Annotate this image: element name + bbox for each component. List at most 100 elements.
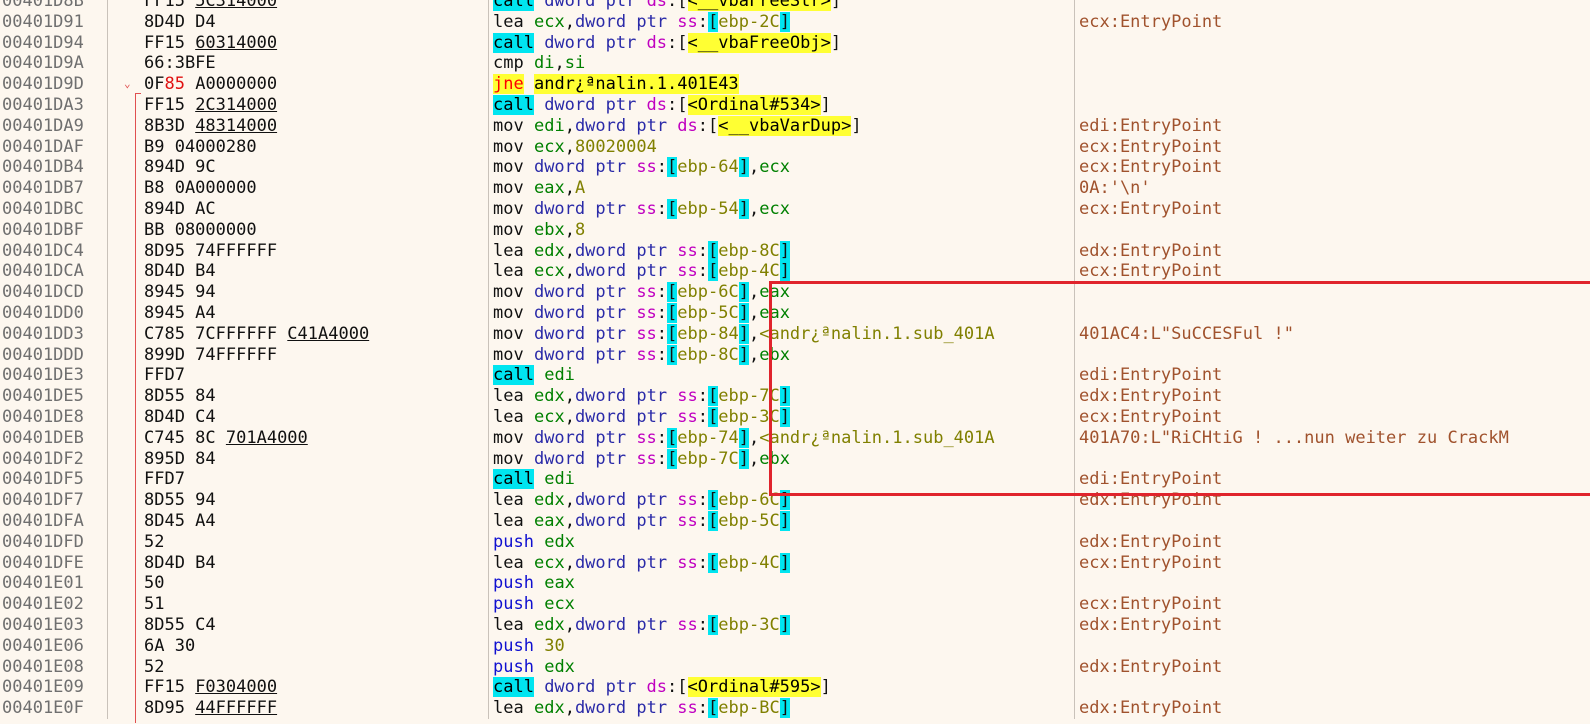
instruction-token: ] <box>820 677 831 698</box>
instruction-token: A <box>574 178 586 199</box>
instruction-address: 00401DE5 <box>2 386 84 407</box>
instruction-address: 00401D8B <box>2 0 84 11</box>
instruction-token: mov <box>493 198 524 219</box>
instruction-token: dword <box>533 0 606 11</box>
instruction-text: lea edx,dword ptr ss:[ebp-7C] <box>493 386 790 407</box>
instruction-token: ss <box>677 261 698 282</box>
instruction-comment: ecx:EntryPoint <box>1079 157 1223 178</box>
instruction-token: lea <box>493 240 524 261</box>
instruction-token: ss <box>636 427 657 448</box>
instruction-bytes: 52 <box>144 532 164 553</box>
instruction-token: , <box>564 11 575 32</box>
instruction-token <box>524 137 534 157</box>
instruction-token: mov <box>493 178 524 199</box>
instruction-comment: edx:EntryPoint <box>1079 531 1223 552</box>
instruction-token: call <box>493 677 534 698</box>
instruction-token: : <box>656 302 668 323</box>
instruction-comment: ecx:EntryPoint <box>1079 261 1223 282</box>
instruction-token: lea <box>493 552 524 573</box>
instruction-token: ecx <box>533 552 565 573</box>
instruction-token: lea <box>493 11 524 32</box>
instruction-text: call edi <box>493 469 575 490</box>
instruction-token: , <box>748 427 760 448</box>
instruction-address: 00401DE8 <box>2 406 84 427</box>
instruction-token: [ <box>667 323 678 344</box>
instruction-token: eax <box>759 282 790 303</box>
instruction-token: ss <box>636 282 657 303</box>
instruction-text: push edx <box>493 532 575 553</box>
instruction-token: ds <box>646 0 668 11</box>
instruction-token: , <box>564 386 575 407</box>
instruction-address: 00401DAF <box>2 136 84 157</box>
byte-token: 8D4D C4 <box>144 406 216 427</box>
instruction-token: mov <box>493 282 524 303</box>
instruction-token: <__vbaVarDup> <box>718 115 852 136</box>
instruction-token: ds <box>646 677 668 698</box>
instruction-address: 00401E0F <box>2 698 84 719</box>
instruction-bytes: 8B3D 48314000 <box>144 116 277 137</box>
byte-token: 52 <box>144 531 165 552</box>
instruction-address: 00401DE3 <box>2 365 84 386</box>
instruction-token: jne <box>493 74 524 95</box>
instruction-text: mov dword ptr ss:[ebp-6C],eax <box>493 282 790 303</box>
instruction-token: dword ptr <box>523 323 637 344</box>
byte-token: A0000000 <box>184 74 278 95</box>
instruction-token: [ <box>708 406 719 427</box>
byte-token: 44FFFFFF <box>195 698 278 719</box>
instruction-text: mov dword ptr ss:[ebp-74],<andr¿ªnalin.1… <box>493 427 995 449</box>
instruction-token: ecx <box>533 136 565 157</box>
instruction-token: ecx <box>759 198 790 219</box>
instruction-text: call dword ptr ds:[<__vbaFreeObj>] <box>493 32 841 54</box>
instruction-address: 00401DCD <box>2 282 84 303</box>
instruction-token <box>534 365 544 385</box>
instruction-bytes: 8D95 74FFFFFF <box>144 241 277 262</box>
instruction-token: andr¿ªnalin.1.401E43 <box>533 74 739 95</box>
instruction-token: dword ptr <box>574 698 678 719</box>
instruction-bytes: FF15 5C314000 <box>144 0 277 12</box>
instruction-token: ebp-3C <box>718 406 780 427</box>
instruction-address: 00401DDD <box>2 344 84 365</box>
instruction-token: push <box>493 531 534 552</box>
instruction-token: [ <box>708 240 719 261</box>
jump-line-start <box>135 93 141 94</box>
instruction-token: lea <box>493 386 524 407</box>
instruction-comment: 401A70:L"RiCHtiG ! ...nun weiter zu Crac… <box>1079 427 1509 448</box>
instruction-token: dword ptr <box>523 427 637 448</box>
